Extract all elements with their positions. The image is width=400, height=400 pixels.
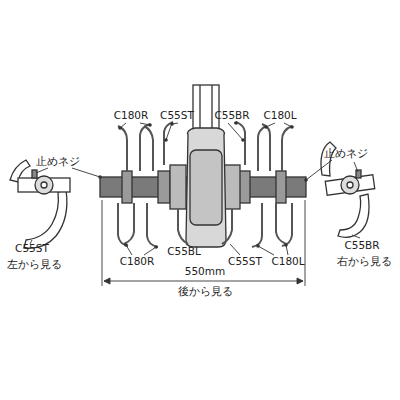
left-side-view (10, 160, 70, 248)
part-label: C180L (271, 256, 304, 268)
dimension-label: 550mm (183, 266, 228, 278)
part-label: 止めネジ (36, 156, 80, 168)
part-label: C55BR (214, 110, 249, 122)
part-label: 止めネジ (324, 148, 368, 160)
dimension-line (102, 200, 305, 286)
part-label: C55BL (167, 246, 201, 258)
part-label: C180L (263, 110, 296, 122)
part-label: C55BR (344, 240, 379, 252)
part-label: C55ST (160, 110, 194, 122)
view-note: 右から見る (337, 256, 392, 268)
part-label: C180R (114, 110, 149, 122)
part-label: C55ST (15, 243, 49, 255)
leader-lines (30, 123, 360, 255)
right-side-view (321, 142, 375, 237)
part-label: C180R (120, 256, 155, 268)
gearbox (186, 128, 226, 247)
view-note: 左から見る (7, 259, 62, 271)
view-note: 後から見る (178, 286, 233, 298)
part-label: C55ST (228, 256, 262, 268)
